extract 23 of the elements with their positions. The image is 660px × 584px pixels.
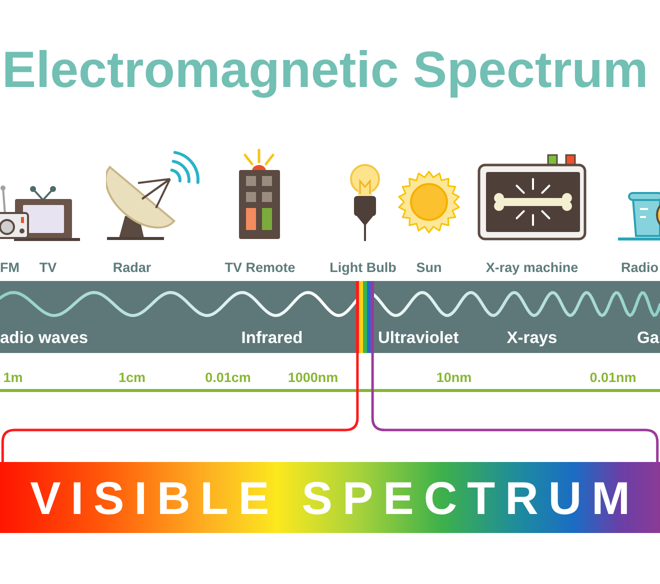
device-label: Radio bbox=[621, 260, 659, 276]
wavelength-label: 0.01cm bbox=[205, 370, 251, 386]
region-label: adio waves bbox=[0, 328, 88, 348]
wavelength-label: 10nm bbox=[436, 370, 472, 386]
connector-line bbox=[371, 353, 659, 462]
wavelength-label: 1000nm bbox=[288, 370, 338, 386]
region-label: Infrared bbox=[241, 328, 303, 348]
connector-line bbox=[1, 353, 359, 462]
device-label: Radar bbox=[112, 260, 152, 276]
device-label: TV Remote bbox=[224, 260, 296, 276]
region-label: X-rays bbox=[506, 328, 558, 348]
device-label: FM bbox=[0, 260, 20, 276]
wavelength-label: 1m bbox=[3, 370, 23, 386]
wavelength-label: 1cm bbox=[118, 370, 146, 386]
device-label: Sun bbox=[416, 260, 442, 276]
device-label: TV bbox=[39, 260, 57, 276]
region-label: Ga bbox=[637, 328, 660, 348]
region-label: Ultraviolet bbox=[378, 328, 459, 348]
spectrum-band bbox=[0, 281, 660, 353]
device-label: Light Bulb bbox=[330, 260, 396, 276]
rainbow-stripe bbox=[356, 281, 374, 353]
device-label: X-ray machine bbox=[486, 260, 578, 276]
wavelength-label: 0.01nm bbox=[590, 370, 636, 386]
